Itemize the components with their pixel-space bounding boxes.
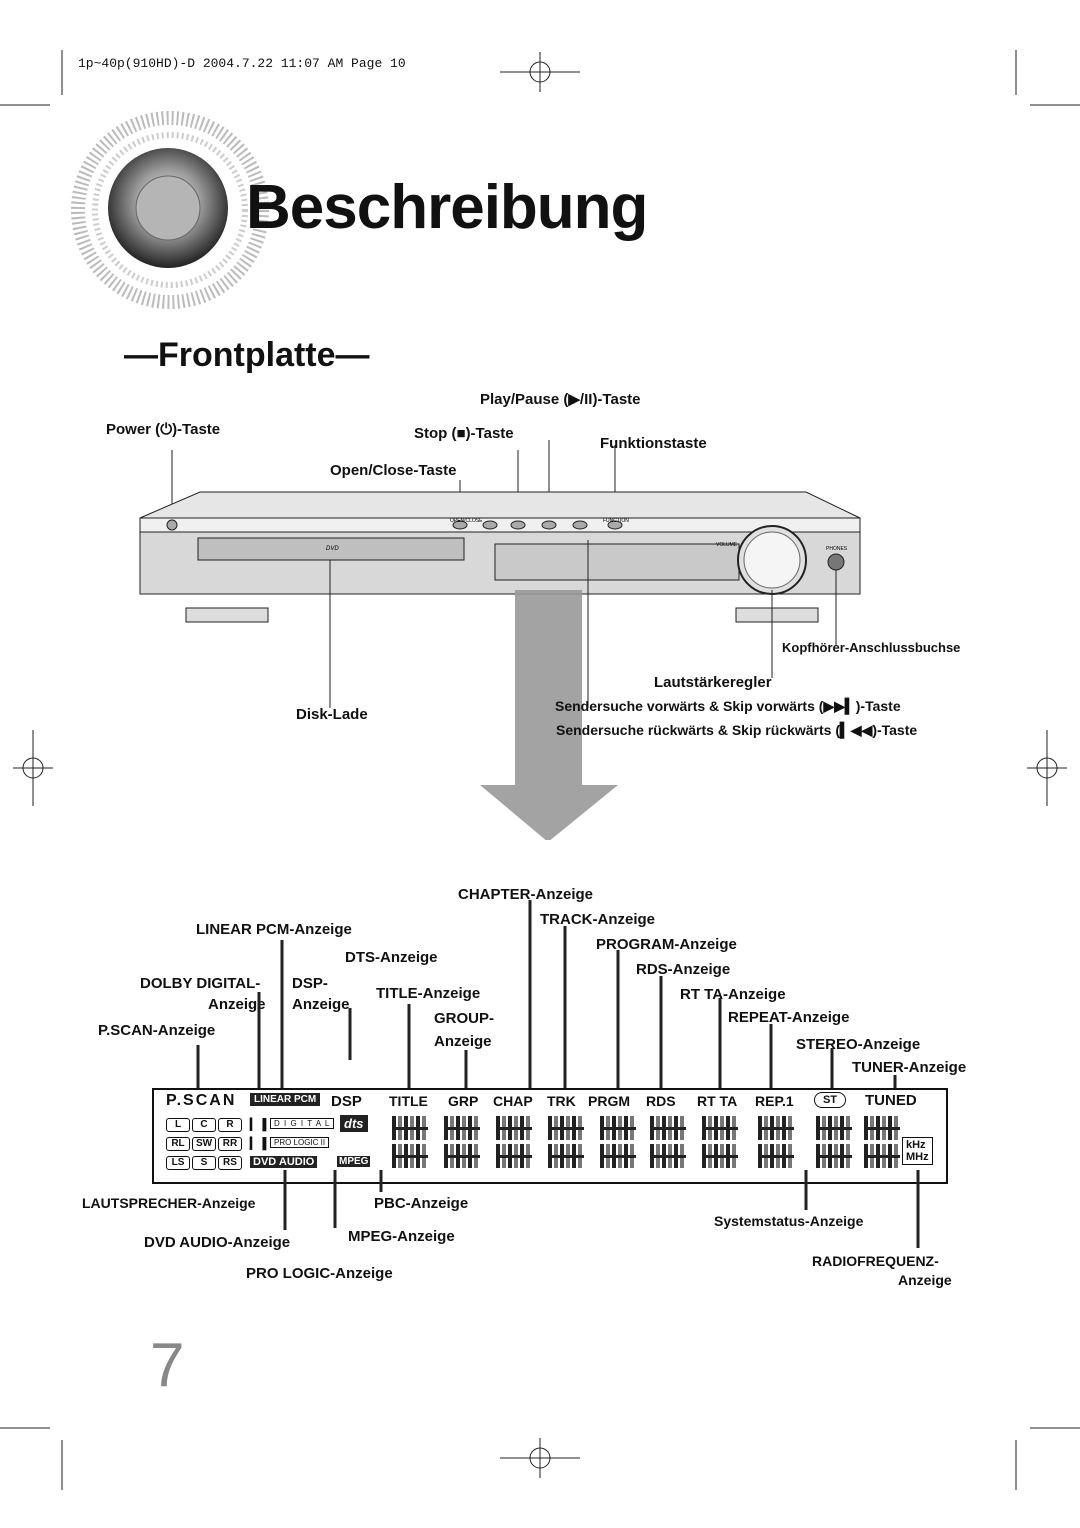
label-dts: DTS-Anzeige — [345, 949, 438, 966]
segment-digit — [816, 1116, 852, 1168]
display-rds: RDS — [646, 1093, 676, 1109]
display-linear-pcm: LINEAR PCM — [250, 1093, 321, 1106]
svg-text:DVD: DVD — [326, 546, 339, 552]
label-dolby-digital-2: Anzeige — [208, 996, 266, 1013]
label-group: GROUP- — [434, 1010, 494, 1027]
label-chapter: CHAPTER-Anzeige — [458, 886, 594, 903]
label-power: Power (⏻)-Taste — [106, 421, 221, 438]
svg-text:OPEN/CLOSE: OPEN/CLOSE — [450, 518, 483, 524]
speaker-r: R — [218, 1118, 242, 1132]
label-rt-ta: RT TA-Anzeige — [680, 986, 786, 1003]
label-title: TITLE-Anzeige — [376, 985, 481, 1002]
page-number: 7 — [150, 1331, 185, 1400]
speaker-ls: LS — [166, 1156, 190, 1170]
display-prgm: PRGM — [588, 1093, 630, 1109]
label-pscan: P.SCAN-Anzeige — [98, 1022, 216, 1039]
label-speaker: LAUTSPRECHER-Anzeige — [82, 1195, 256, 1211]
print-slug: 1p~40p(910HD)-D 2004.7.22 11:07 AM Page … — [78, 56, 406, 71]
segment-digit — [600, 1116, 636, 1168]
label-program: PROGRAM-Anzeige — [596, 936, 737, 953]
label-stereo: STEREO-Anzeige — [796, 1036, 921, 1053]
section-title: —Frontplatte— — [124, 336, 370, 374]
svg-text:VOLUME: VOLUME — [716, 542, 738, 548]
display-leader-lines — [196, 900, 897, 1112]
label-stop: Stop (■)-Taste — [414, 425, 514, 442]
dts-logo: dts — [340, 1115, 368, 1132]
speaker-rs: RS — [218, 1156, 242, 1170]
display-mpeg: MPEG — [337, 1156, 371, 1167]
label-track: TRACK-Anzeige — [540, 911, 655, 928]
segment-digit — [444, 1116, 480, 1168]
segment-digit — [864, 1116, 900, 1168]
label-disc-tray: Disk-Lade — [296, 706, 368, 723]
display-dvd-audio: DVD AUDIO — [250, 1156, 318, 1168]
display-digital: D I G I T A L — [270, 1118, 335, 1129]
speaker-c: C — [192, 1118, 216, 1132]
label-system-status: Systemstatus-Anzeige — [714, 1213, 864, 1229]
segment-digit — [392, 1116, 428, 1168]
segment-display — [392, 1116, 900, 1168]
display-grp: GRP — [448, 1093, 479, 1109]
display-pscan: P.SCAN — [166, 1092, 237, 1109]
dolby-icon: ▎▐ — [250, 1119, 267, 1131]
speaker-rr: RR — [218, 1137, 242, 1151]
label-dolby-digital: DOLBY DIGITAL- — [140, 975, 261, 992]
label-play-pause: Play/Pause (▶/II)-Taste — [480, 391, 641, 408]
label-dsp: DSP- — [292, 975, 328, 992]
speaker-rl: RL — [166, 1137, 190, 1151]
label-dvd-audio: DVD AUDIO-Anzeige — [144, 1234, 291, 1251]
label-pro-logic: PRO LOGIC-Anzeige — [246, 1265, 393, 1282]
display-khz: kHz — [906, 1139, 926, 1151]
svg-text:PHONES: PHONES — [826, 546, 848, 552]
dolby-pl-icon: ▎▐ — [250, 1138, 267, 1150]
label-open-close: Open/Close-Taste — [330, 462, 457, 479]
speaker-l: L — [166, 1118, 190, 1132]
label-tuner: TUNER-Anzeige — [852, 1059, 967, 1076]
display-leader-lines-lower — [283, 1170, 920, 1248]
display-chap: CHAP — [493, 1093, 533, 1109]
segment-digit — [548, 1116, 584, 1168]
svg-text:FUNCTION: FUNCTION — [603, 518, 629, 524]
page-title: Beschreibung — [246, 173, 648, 242]
label-mpeg: MPEG-Anzeige — [348, 1228, 455, 1245]
display-rep: REP.1 — [755, 1093, 794, 1109]
label-radio-frequency-2: Anzeige — [898, 1272, 952, 1288]
power-icon: ⏻ — [160, 421, 173, 438]
display-rt-ta: RT TA — [697, 1093, 738, 1109]
label-group-2: Anzeige — [434, 1033, 492, 1050]
segment-digit — [650, 1116, 686, 1168]
freq-unit-box: kHz MHz — [902, 1137, 933, 1165]
speaker-logo-icon — [71, 111, 269, 309]
label-linear-pcm: LINEAR PCM-Anzeige — [196, 921, 352, 938]
segment-digit — [758, 1116, 794, 1168]
label-radio-frequency: RADIOFREQUENZ- — [812, 1253, 939, 1269]
display-trk: TRK — [547, 1093, 576, 1109]
display-dsp: DSP — [331, 1093, 362, 1110]
label-repeat: REPEAT-Anzeige — [728, 1009, 850, 1026]
display-st: ST — [814, 1092, 846, 1108]
label-skip-back: Sendersuche rückwärts & Skip rückwärts (… — [556, 722, 918, 738]
segment-digit — [496, 1116, 532, 1168]
display-title: TITLE — [389, 1093, 428, 1109]
label-dsp-2: Anzeige — [292, 996, 350, 1013]
speaker-s: S — [192, 1156, 216, 1170]
dvd-receiver-illustration: OPEN/CLOSE FUNCTION VOLUME PHONES DVD — [139, 440, 861, 840]
label-rds: RDS-Anzeige — [636, 961, 731, 978]
label-volume: Lautstärkeregler — [654, 674, 772, 691]
display-mhz: MHz — [906, 1151, 929, 1163]
display-pro-logic: PRO LOGIC II — [270, 1137, 330, 1148]
speaker-sw: SW — [192, 1137, 216, 1151]
label-pbc: PBC-Anzeige — [374, 1195, 469, 1212]
label-headphone: Kopfhörer-Anschlussbuchse — [782, 640, 961, 655]
display-tuned: TUNED — [865, 1092, 917, 1109]
label-function: Funktionstaste — [600, 435, 707, 452]
segment-digit — [702, 1116, 738, 1168]
label-skip-forward: Sendersuche vorwärts & Skip vorwärts (▶▶… — [555, 698, 901, 714]
